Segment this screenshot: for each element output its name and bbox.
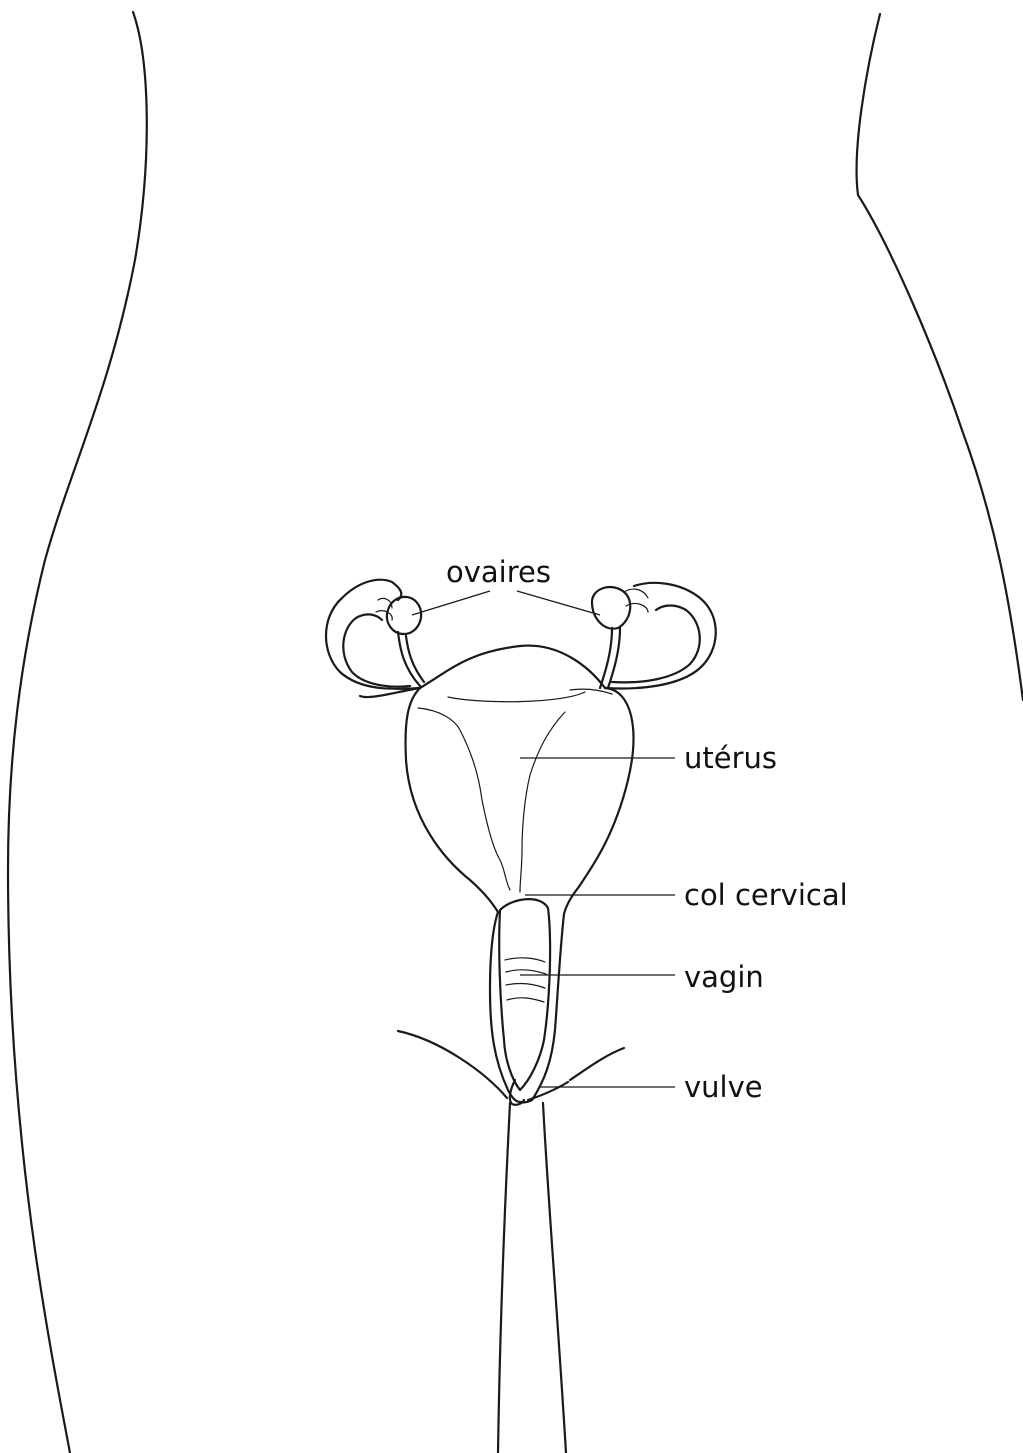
right-groin-crease (570, 1048, 624, 1080)
right-fallopian-tube-inner (612, 606, 700, 683)
right-ovary (592, 587, 630, 629)
labia-right (528, 1082, 568, 1100)
label-vulve: vulve (684, 1070, 763, 1104)
uterine-body-right (564, 688, 633, 914)
vaginal-rugae-2 (506, 970, 546, 974)
ovaires-leader-left (412, 591, 490, 615)
vaginal-wall-left (490, 912, 520, 1102)
uterine-body (406, 688, 498, 912)
body-silhouette (8, 12, 1023, 1453)
uterine-cavity-right (520, 712, 565, 892)
right-fimbriae (624, 589, 648, 612)
reproductive-organs (326, 580, 716, 1105)
left-body-contour (8, 12, 147, 1453)
left-fallopian-tube-inner (343, 614, 410, 686)
left-groin-crease (398, 1031, 507, 1098)
right-inner-thigh (543, 1103, 566, 1453)
left-ovarian-ligament (398, 632, 424, 686)
label-uterus: utérus (684, 741, 777, 775)
ovaires-leader-right (517, 591, 600, 615)
uterine-cavity-left (418, 708, 510, 890)
left-inner-thigh (498, 1103, 510, 1453)
right-body-contour (857, 14, 1023, 700)
label-vagin: vagin (684, 960, 764, 994)
uterine-wall-inner-right (570, 689, 612, 694)
right-ovarian-ligament (600, 628, 620, 688)
label-ovaires: ovaires (446, 555, 551, 589)
vaginal-wall-right (520, 914, 564, 1102)
vaginal-rugae-3 (506, 984, 545, 988)
vaginal-canal (499, 899, 550, 1090)
vaginal-rugae-1 (505, 958, 545, 962)
labels: ovaires utérus col cervical vagin vulve (446, 555, 848, 1104)
leader-lines (412, 591, 675, 1087)
uterine-fundus (420, 646, 605, 688)
vaginal-rugae-4 (507, 998, 544, 1002)
label-col-cervical: col cervical (684, 878, 848, 912)
uterine-wall-inner (448, 692, 585, 702)
